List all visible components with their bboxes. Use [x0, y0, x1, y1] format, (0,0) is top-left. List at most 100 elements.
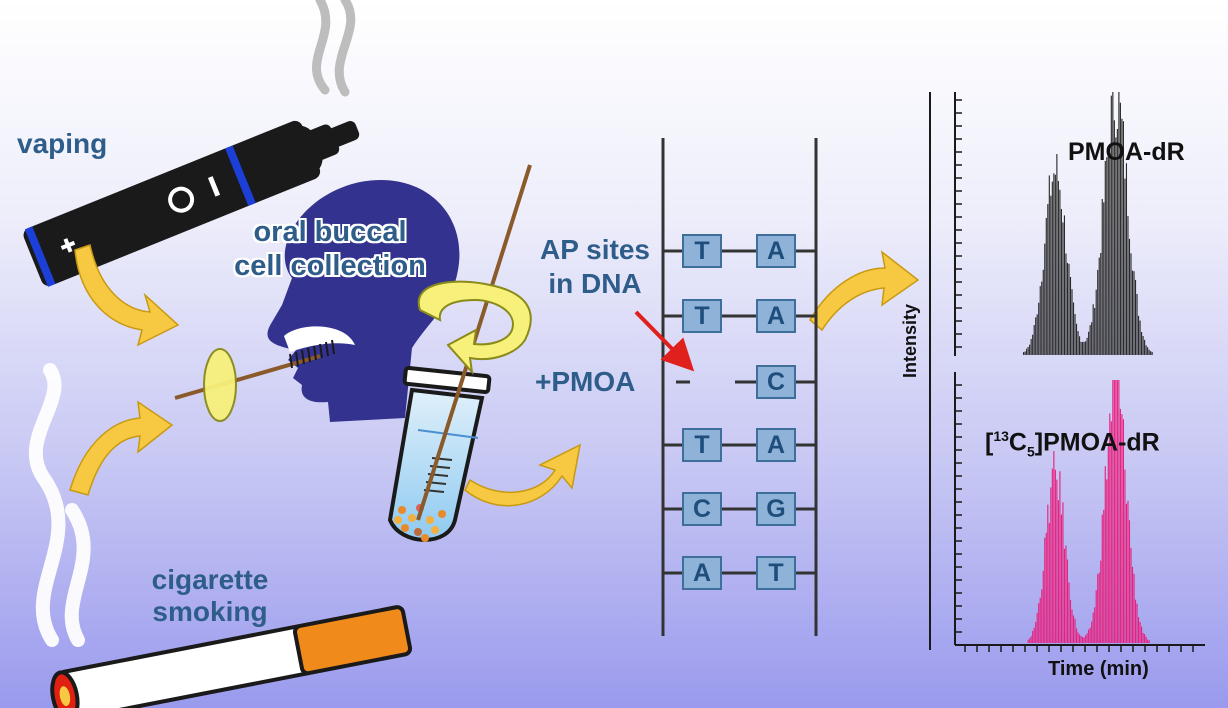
chromatogram-bar — [1130, 547, 1132, 643]
chromatogram-bar — [1050, 195, 1052, 355]
chromatogram-bar — [1101, 514, 1103, 643]
chromatogram-bar — [1101, 198, 1103, 355]
chromatogram-bar — [1091, 621, 1093, 643]
chromatogram-bar — [1071, 289, 1073, 355]
chromatogram-bar — [1035, 317, 1037, 355]
chromatogram-bar — [1083, 637, 1085, 643]
chromatogram-bar — [1121, 414, 1123, 643]
chromatogram-bar — [1057, 500, 1059, 643]
cigarette-label-line1: cigarette — [151, 564, 269, 595]
chromatogram-bar — [1086, 337, 1088, 355]
chromatogram-bar — [1095, 289, 1097, 355]
chromatogram-bar — [1092, 304, 1094, 355]
chromatogram-bar — [1088, 331, 1090, 355]
axis-ticks — [955, 99, 1194, 652]
chromatogram-bar — [1109, 155, 1111, 355]
ap-sites-label-line2: in DNA — [548, 268, 642, 299]
chromatogram-bar — [1048, 522, 1050, 643]
chromatogram-bar — [1094, 308, 1096, 355]
chromatogram-bar — [1039, 597, 1041, 643]
chromatogram-bar — [1023, 352, 1025, 355]
chromatogram-bar — [1045, 217, 1047, 355]
e-cigarette — [23, 120, 360, 287]
chromatogram-bar — [1063, 548, 1066, 643]
chromatogram-bar — [1139, 621, 1141, 643]
chromatogram-bar — [1059, 189, 1061, 355]
vaping-label: vaping — [17, 128, 108, 159]
chromatogram-bar — [1079, 634, 1081, 643]
chromatogram-bar — [1080, 635, 1082, 643]
chromatogram-bar — [1085, 341, 1087, 355]
chart-axes — [929, 92, 1205, 650]
chromatogram-bar — [1148, 640, 1150, 643]
chromatogram-bar — [1097, 574, 1099, 643]
chromatogram-bar — [1089, 325, 1091, 355]
chromatogram-bar — [1100, 560, 1102, 643]
chromatogram-bar — [1054, 469, 1056, 643]
chromatogram-bar — [1116, 128, 1118, 355]
dna-base: C — [682, 492, 722, 526]
chromatogram-bar — [1086, 633, 1088, 643]
chromatogram-bar — [1083, 341, 1085, 355]
chromatogram-bar — [1127, 500, 1129, 643]
chromatogram-bar — [1139, 320, 1141, 355]
chromatogram-bar — [1038, 603, 1040, 643]
chromatogram-bar — [1050, 487, 1052, 643]
chromatogram-bar — [1060, 514, 1062, 643]
chromatogram-bar — [1072, 615, 1075, 643]
chromatogram-bar — [1150, 351, 1152, 355]
cigarette-label-line2: smoking — [152, 596, 268, 627]
chromatogram-bar — [1100, 253, 1102, 355]
chromatogram-bar — [1048, 175, 1050, 355]
chromatogram-bar — [1042, 269, 1044, 355]
chromatogram-bar — [1054, 174, 1056, 355]
chromatogram-bar — [1116, 380, 1118, 643]
chromatogram-bar — [1142, 632, 1144, 643]
chromatogram-bar — [1051, 181, 1053, 355]
chromatogram-bar — [1145, 636, 1147, 643]
cigarette-smoke — [28, 363, 91, 647]
chart2-title: [13C5]PMOA-dR — [985, 428, 1160, 460]
chromatogram-bar — [1091, 322, 1093, 355]
chromatogram-bar — [1124, 469, 1126, 643]
chromatogram-bar — [1128, 238, 1131, 355]
chromatogram-bar — [1106, 479, 1108, 643]
chromatogram-bar — [1097, 269, 1099, 355]
chromatogram-bar — [1092, 612, 1094, 643]
chromatogram-bar — [1080, 341, 1082, 355]
chromatogram-bar — [1130, 253, 1132, 355]
head-silhouette — [267, 180, 460, 422]
chart-pmoa-dr — [1023, 92, 1153, 356]
chromatogram-bar — [1133, 573, 1135, 643]
plus-icon — [60, 238, 76, 253]
chromatogram-bar — [1077, 331, 1079, 355]
chromatogram-bar — [1039, 286, 1041, 355]
vapor-smoke — [311, 0, 356, 97]
chromatogram-bar — [1121, 118, 1123, 355]
chromatogram-bar — [1068, 582, 1070, 643]
chromatogram-bar — [1110, 421, 1112, 643]
chromatogram-bar — [1112, 380, 1114, 643]
chromatogram-bar — [1045, 532, 1047, 643]
y-axis-label: Intensity — [900, 303, 920, 378]
chromatogram-bar — [1104, 160, 1106, 355]
chromatogram-bar — [1053, 173, 1055, 355]
chromatogram-bar — [1113, 120, 1115, 355]
chromatogram-bar — [1103, 202, 1105, 355]
chromatogram-bar — [1088, 629, 1090, 643]
buccal-swab — [174, 339, 335, 400]
pmoa-label: +PMOA — [535, 366, 636, 397]
chromatogram-bar — [1145, 345, 1147, 355]
chromatogram-bar — [1104, 466, 1106, 643]
chromatogram-bar — [1077, 632, 1079, 643]
chromatogram-bar — [1029, 344, 1031, 355]
chromatogram-bar — [1069, 276, 1072, 355]
chromatogram-bar — [1137, 315, 1140, 355]
chromatogram-bar — [1075, 628, 1078, 643]
chromatogram-bar — [1065, 253, 1067, 355]
rotation-arrow-large — [417, 280, 532, 376]
chromatogram-bar — [1030, 338, 1032, 355]
chromatogram-bar — [1147, 347, 1149, 355]
dna-base: A — [756, 299, 796, 333]
ap-site-arrow — [634, 310, 695, 372]
